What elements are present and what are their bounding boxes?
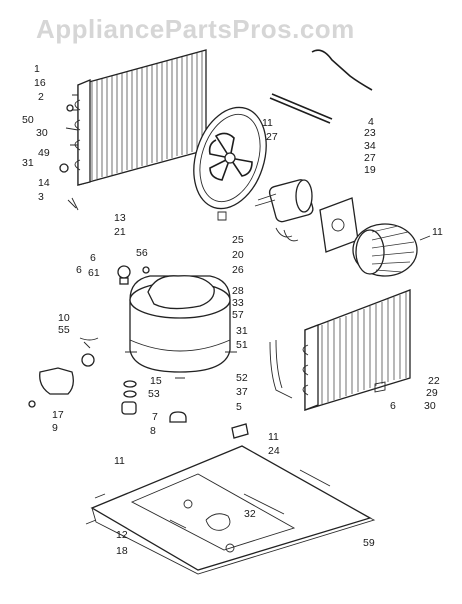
callout-5: 5 (236, 401, 242, 413)
callout-10: 10 (58, 312, 70, 324)
callout-50: 50 (22, 114, 34, 126)
callout-52: 52 (236, 372, 248, 384)
callout-56: 56 (136, 247, 148, 259)
watermark: AppliancePartsPros.com (36, 14, 355, 44)
callout-53: 53 (148, 388, 160, 400)
callout-30: 30 (36, 127, 48, 139)
callout-16: 16 (34, 77, 46, 89)
callout-37: 37 (236, 386, 248, 398)
callout-59: 59 (363, 537, 375, 549)
grommet-stack (121, 380, 187, 423)
fan-motor (254, 179, 314, 242)
callout-15: 15 (150, 375, 162, 387)
callout-11-right: 11 (432, 226, 443, 238)
callout-8: 8 (150, 425, 156, 437)
callout-26: 26 (232, 264, 244, 276)
callout-23: 23 (364, 127, 376, 139)
callout-11-bracket: 11 (268, 431, 279, 443)
callout-55: 55 (58, 324, 70, 336)
callout-6-evap: 6 (390, 400, 396, 412)
callout-33: 33 (232, 297, 244, 309)
callout-49: 49 (38, 147, 50, 159)
callout-24: 24 (268, 445, 280, 457)
callout-29: 29 (426, 387, 438, 399)
callout-14: 14 (38, 177, 50, 189)
callout-18: 18 (116, 545, 128, 557)
callout-19: 19 (364, 164, 376, 176)
callout-61: 61 (88, 267, 100, 279)
callout-51: 51 (236, 339, 248, 351)
callout-31: 31 (22, 157, 34, 169)
callout-31-right: 31 (236, 325, 248, 337)
callout-6-left: 6 (76, 264, 82, 276)
callout-11-pan: 11 (114, 455, 125, 467)
blower-wheel (352, 223, 418, 277)
callout-20: 20 (232, 249, 244, 261)
callout-17: 17 (52, 409, 64, 421)
callout-9: 9 (52, 422, 58, 434)
callout-34: 34 (364, 140, 376, 152)
callout-30-right: 30 (424, 400, 436, 412)
fan-shroud (193, 106, 267, 221)
evaporator-coil (269, 289, 411, 411)
callout-12: 12 (116, 529, 128, 541)
callout-13: 13 (114, 212, 126, 224)
callout-21: 21 (114, 226, 126, 238)
callout-27: 27 (364, 152, 376, 164)
callout-22: 22 (428, 375, 440, 387)
callout-32: 32 (244, 508, 256, 520)
callout-2: 2 (38, 91, 44, 103)
compressor (125, 275, 237, 379)
base-pan (90, 445, 376, 575)
callout-3: 3 (38, 191, 44, 203)
callout-1: 1 (34, 63, 40, 75)
callout-57: 57 (232, 309, 244, 321)
callout-25: 25 (232, 234, 244, 246)
callout-6: 6 (90, 252, 96, 264)
callout-27-shroud: 27 (266, 131, 278, 143)
callout-7: 7 (152, 411, 158, 423)
callout-28: 28 (232, 285, 244, 297)
callout-4: 4 (368, 116, 374, 128)
condenser-coil (59, 49, 207, 211)
callout-11-top: 11 (262, 117, 273, 129)
